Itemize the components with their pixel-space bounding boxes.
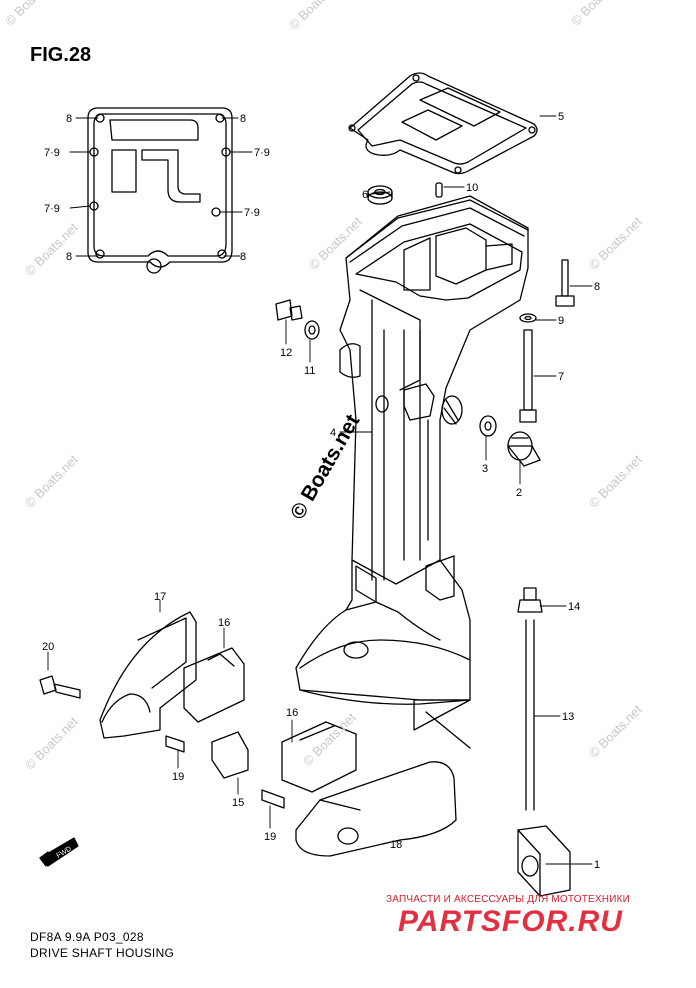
- callout-20: 20: [42, 641, 54, 653]
- callout-12: 12: [280, 347, 292, 359]
- callout-9: 9: [558, 315, 564, 327]
- callout-10: 10: [466, 182, 478, 194]
- callout-13: 13: [562, 711, 574, 723]
- pin-19a-part: [165, 735, 185, 753]
- gasket-callout-8-bottom-right: 8: [240, 251, 246, 263]
- mount-rubber-16a-part: [183, 647, 245, 723]
- pin-19b-part: [261, 789, 285, 809]
- leader-lines: [47, 115, 593, 865]
- callout-4: 4: [330, 427, 336, 439]
- screw-plug-part: [507, 431, 541, 467]
- callout-14: 14: [568, 601, 580, 613]
- drive-shaft-housing-part: [295, 195, 529, 749]
- callout-6: 6: [362, 189, 368, 201]
- fwd-arrow-icon: [39, 837, 79, 867]
- shop-tagline: ЗАПЧАСТИ И АКСЕССУАРЫ ДЛЯ МОТОТЕХНИКИ: [386, 894, 631, 905]
- water-inlet-part: [441, 395, 463, 425]
- gasket-11-part: [304, 320, 320, 340]
- callout-17: 17: [154, 591, 166, 603]
- callout-2: 2: [516, 487, 522, 499]
- callout-19-upper: 19: [172, 771, 184, 783]
- damper-part: [211, 731, 249, 779]
- gasket-callout-79-lower-left: 7·9: [44, 203, 60, 215]
- shop-logo: PARTSFOR.RU: [398, 905, 623, 938]
- gasket-callout-8-top-right: 8: [240, 113, 246, 125]
- gasket-callout-79-upper-right: 7·9: [254, 147, 270, 159]
- callout-labels: 1 2 3 4 5 6 7 8 9 10 11 12 13 14 15 16 1…: [42, 111, 600, 871]
- guide-part: [517, 825, 571, 897]
- figure-title: FIG.28: [30, 44, 92, 66]
- gasket-inset-diagram: [87, 107, 233, 274]
- callout-18: 18: [390, 839, 402, 851]
- gasket-callout-8-bottom-left: 8: [66, 251, 72, 263]
- washer-9-part: [519, 313, 537, 323]
- lower-cover-part: [295, 761, 457, 857]
- callout-7: 7: [558, 371, 564, 383]
- callout-11: 11: [304, 365, 315, 377]
- bolt-20-part: [39, 675, 81, 699]
- gasket-upper-part: [348, 72, 538, 175]
- water-tube-part: [517, 587, 543, 811]
- figure-name: DRIVE SHAFT HOUSING: [30, 946, 175, 960]
- oil-seal-part: [367, 185, 393, 205]
- callout-3: 3: [482, 463, 488, 475]
- pin-part: [435, 182, 443, 198]
- drain-bolt-part: [275, 299, 303, 321]
- callout-15: 15: [232, 797, 244, 809]
- long-bolt-part: [519, 329, 537, 423]
- mount-rubber-16b-part: [281, 721, 357, 793]
- callout-1: 1: [594, 859, 600, 871]
- washer-part: [479, 415, 497, 437]
- clamp-part: [99, 611, 197, 739]
- gasket-callout-8-top-left: 8: [66, 113, 72, 125]
- callout-19-lower: 19: [264, 831, 276, 843]
- callout-16-upper: 16: [218, 617, 230, 629]
- figure-code: DF8A 9.9A P03_028: [30, 930, 144, 944]
- bolt-8-part: [555, 259, 575, 307]
- gasket-callout-79-lower-right: 7·9: [244, 207, 260, 219]
- callout-5: 5: [558, 111, 564, 123]
- callout-8: 8: [594, 281, 600, 293]
- gasket-callout-79-upper-left: 7·9: [44, 147, 60, 159]
- callout-16-lower: 16: [286, 707, 298, 719]
